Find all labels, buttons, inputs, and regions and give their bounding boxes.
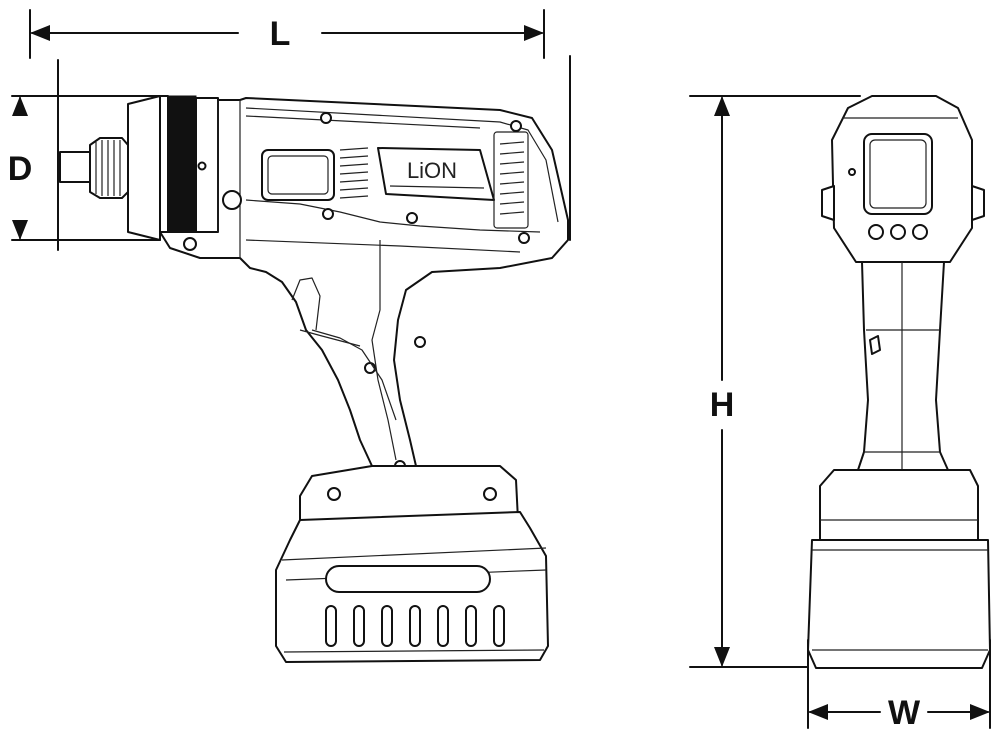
height-label: H bbox=[710, 386, 735, 424]
tool-front-view bbox=[807, 95, 991, 669]
front-handle bbox=[857, 261, 949, 471]
front-battery bbox=[807, 539, 991, 669]
dimension-diameter: D bbox=[8, 59, 161, 251]
display-screen bbox=[863, 133, 933, 215]
width-label: W bbox=[888, 694, 921, 732]
square-drive bbox=[59, 151, 91, 183]
indicator-led bbox=[848, 168, 856, 176]
side-vents bbox=[339, 147, 369, 199]
length-label: L bbox=[270, 15, 291, 53]
rear-vents bbox=[493, 131, 529, 229]
dimension-height: H bbox=[689, 95, 861, 668]
front-button-right bbox=[912, 224, 928, 240]
diameter-label: D bbox=[8, 150, 33, 188]
dimension-length: L bbox=[29, 9, 545, 59]
battery-label-slot bbox=[325, 565, 491, 593]
dimension-width: W bbox=[807, 639, 991, 732]
battery-ribs bbox=[325, 605, 505, 647]
tool-side-view: LiON bbox=[59, 95, 569, 663]
front-button-left bbox=[868, 224, 884, 240]
front-ring bbox=[165, 95, 197, 233]
front-button-center bbox=[890, 224, 906, 240]
brand-logo: LiON bbox=[407, 158, 457, 183]
front-housing bbox=[127, 95, 161, 241]
side-window bbox=[261, 149, 335, 201]
front-battery-mount bbox=[819, 469, 979, 541]
